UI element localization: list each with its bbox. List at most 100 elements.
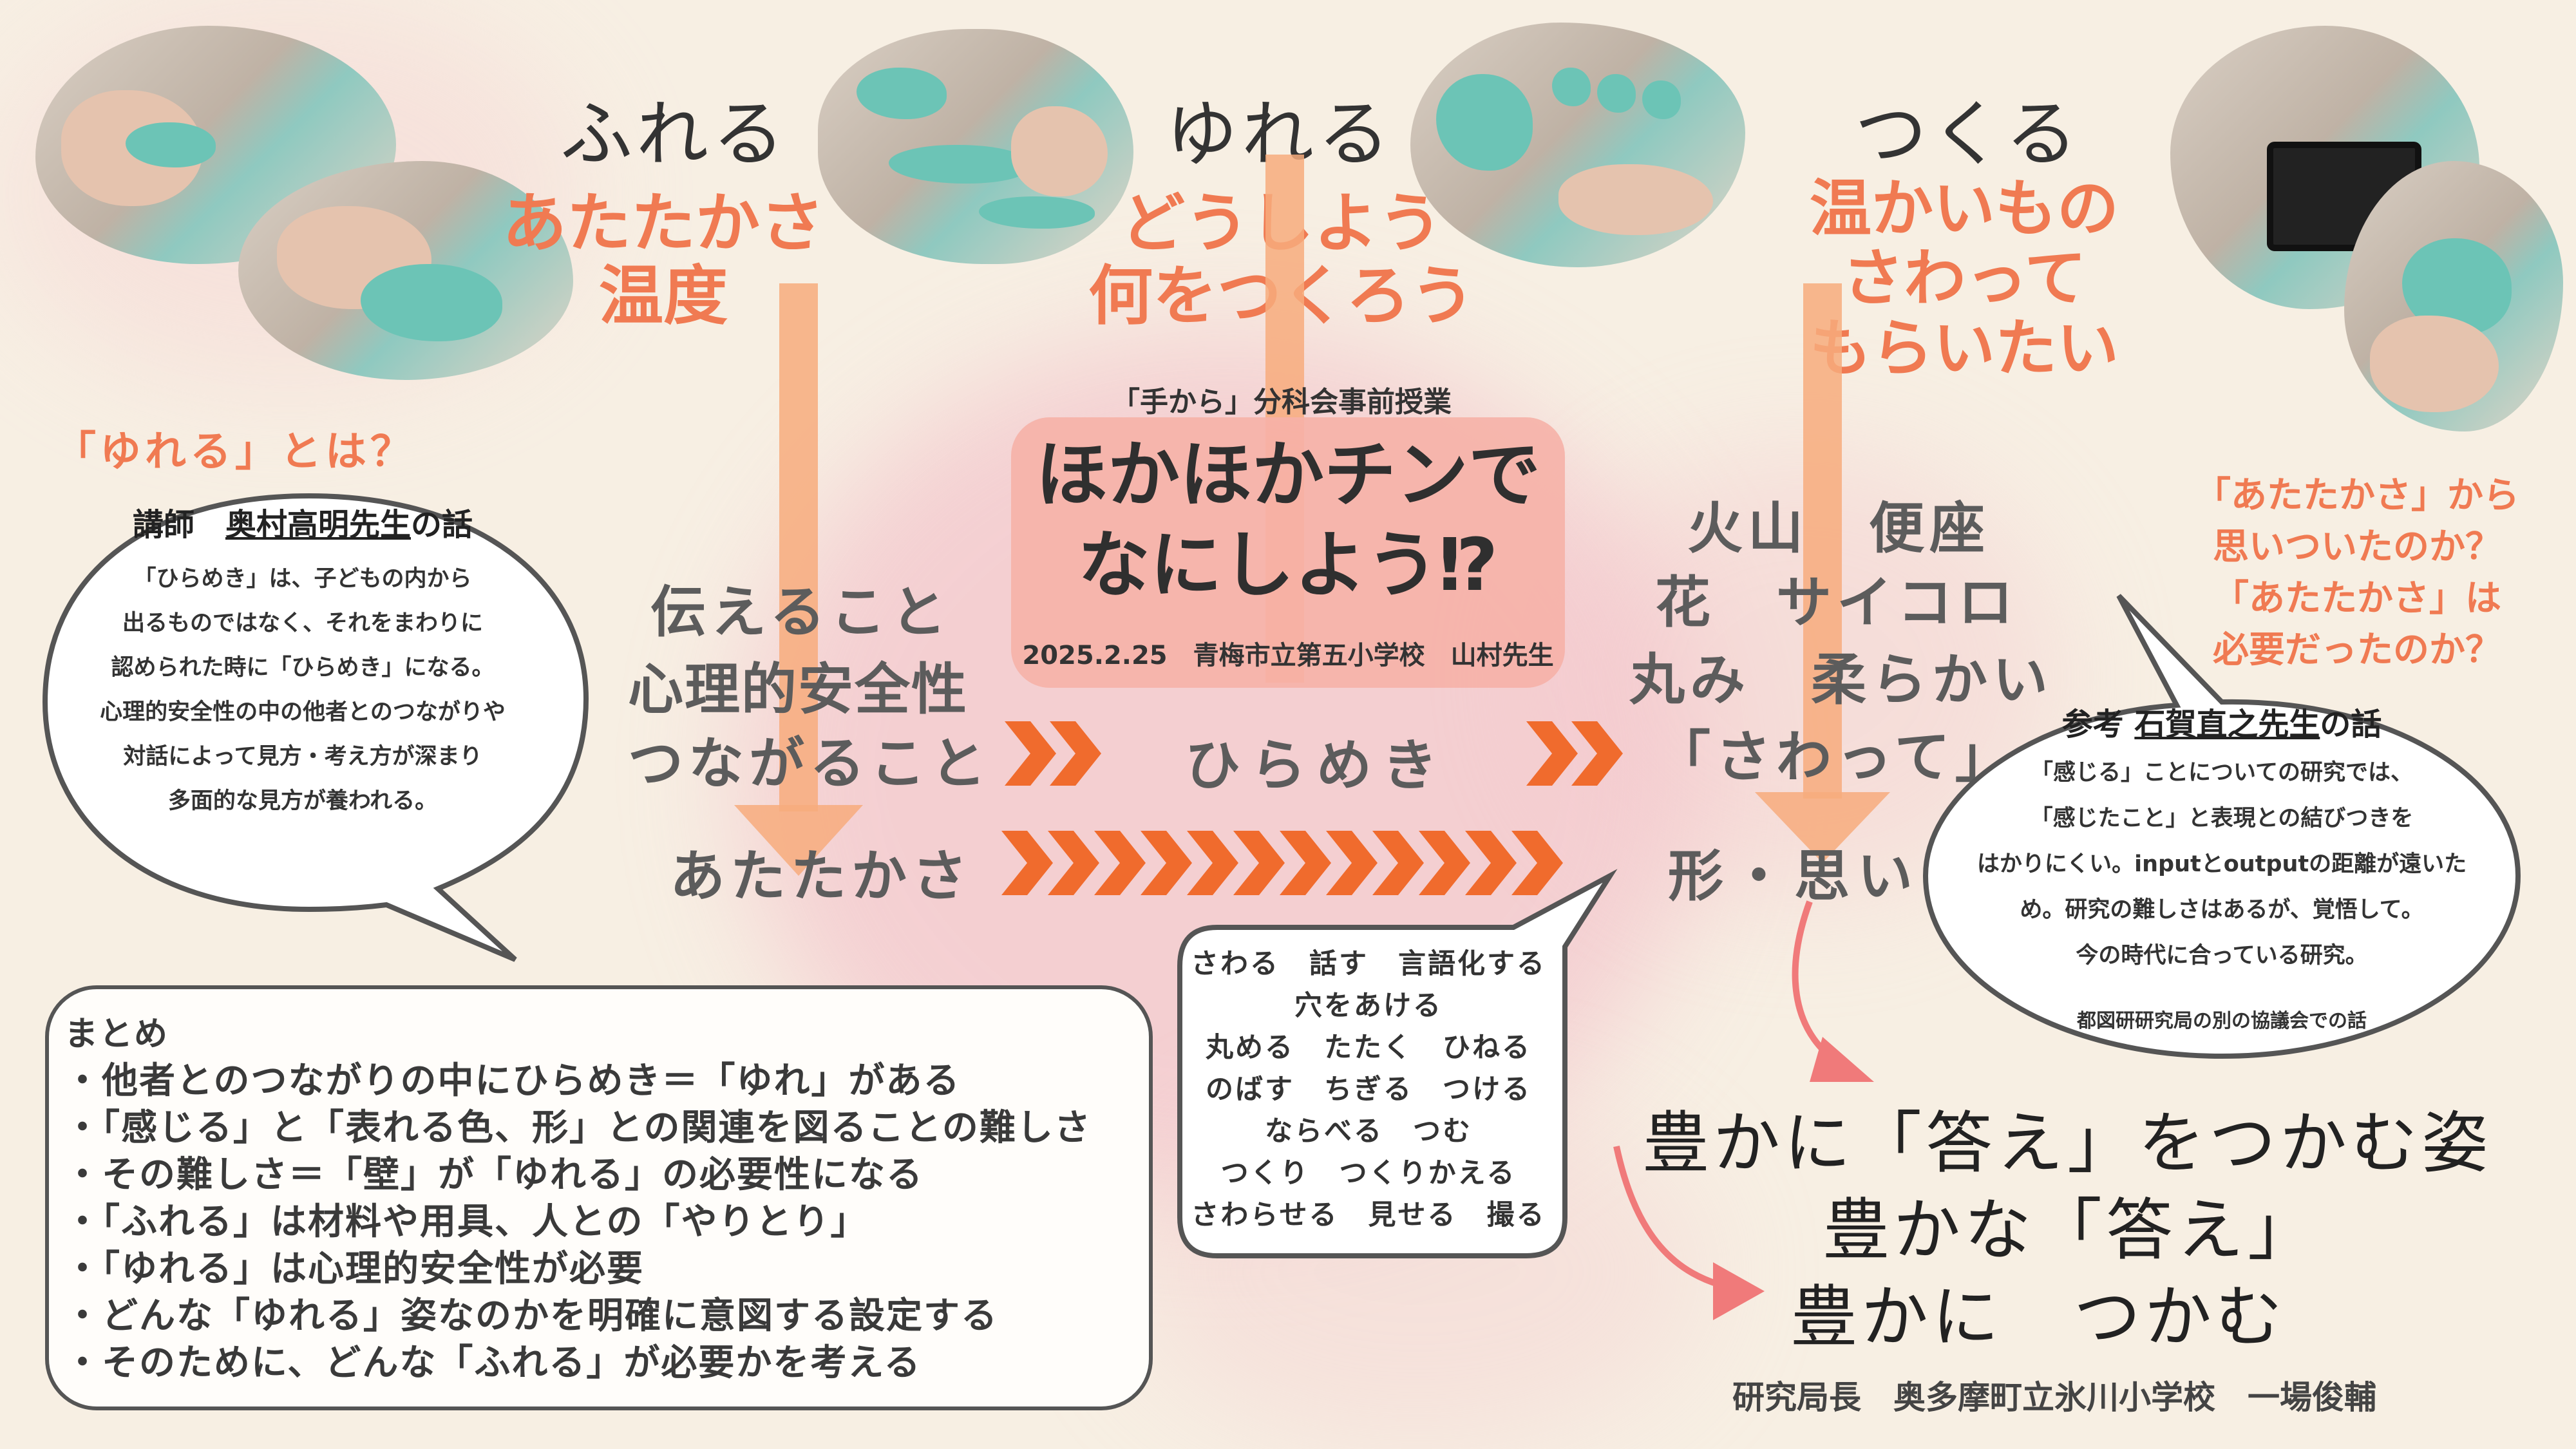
right-question-line: 「あたたかさ」から [2195,475,2519,516]
left-speaker-line: 多面的な見方が養われる。 [167,788,438,814]
left-speaker-line: 心理的安全性の中の他者とのつながりや [100,699,506,725]
answer-line-3: 豊かに つかむ [1790,1278,2287,1356]
orange-line: 温かいもの [1810,173,2119,245]
chevron-mark [1001,831,1053,895]
verbs-box-text: さわる 話す 言語化する 穴をあける 丸める たたく ひねる のばす ちぎる つ… [1182,943,1555,1236]
left-speaker-heading: 講師 奥村高明先生の話 [26,499,580,544]
orange-line: あたたかさ [502,185,824,261]
right-speaker-line: 今の時代に合っている研究。 [2076,943,2368,969]
chevron-mark [1050,721,1101,786]
right-question-line: 必要だったのか？ [2213,629,2501,671]
arrow-right-stem [1803,283,1842,799]
summary-box [45,985,1153,1410]
chevron-mark [1280,831,1331,895]
photo-clay [126,122,216,167]
left-speaker-body: 「ひらめき」は、子どもの内から 出るものではなく、それをまわりに 認められた時に… [26,557,580,824]
chevrons-right-small [1526,721,1623,786]
right-speaker-note: 都図研研究局の別の協議会での話 [2077,1010,2367,1032]
middle-left-line-2: 心理的安全性 [628,658,968,722]
right-speaker-line: め。研究の難しさはあるが、覚悟して。 [2020,897,2424,923]
chevron-mark [1233,831,1285,895]
middle-right-line-1: 火山 便座 [1687,497,1990,561]
left-speaker-suffix: の話 [411,507,473,543]
right-speaker-prefix: 参考 [2061,706,2135,743]
title-box [1011,417,1565,688]
photo-hands-clay-2 [238,161,573,380]
title-footer: 2025.2.25 青梅市立第五小学校 山村先生 [1022,641,1554,670]
answer-line-1: 豊かに「答え」をつかむ姿 [1642,1104,2493,1182]
katachi-omoi-label: 形・思い [1668,844,1920,909]
photo-clay [1642,80,1681,119]
summary-line: ・どんな「ゆれる」姿なのかを明確に意図する設定する [64,1295,998,1337]
photo-hand [1011,106,1108,196]
right-speaker-suffix: の話 [2320,706,2382,743]
middle-right-line-2: 花 サイコロ [1655,571,2018,635]
right-speaker-line: 「感じたこと」と表現との結びつきを [2030,806,2414,831]
title-main: ほかほかチンで なにしよう⁉ [1011,430,1565,611]
photo-hand [2370,316,2499,412]
middle-right-line-3: 丸み 柔らかい [1629,648,2053,712]
chevrons-left-small [1005,721,1101,786]
photo-clay [857,68,947,119]
summary-lines: ・他者とのつながりの中にひらめき＝「ゆれ」がある ・「感じる」と「表れる色、形」… [64,1057,1092,1387]
orange-line: さわって [1842,242,2087,315]
chevron-mark [1326,831,1378,895]
orange-atatakasa-block: あたたかさ 温度 [496,187,831,332]
photo-clay-row [1410,23,1745,267]
left-speaker-line: 認められた時に「ひらめき」になる。 [111,655,495,681]
photo-clay [1597,74,1636,113]
summary-line: ・「感じる」と「表れる色、形」との関連を図ることの難しさ [64,1107,1092,1149]
curved-arrow-bottom [1613,1145,1734,1291]
hirameki-label: ひらめき [1185,734,1448,798]
orange-line: もらいたい [1810,312,2119,384]
left-speaker-name: 奥村高明先生 [225,507,411,543]
curved-arrows [1613,900,1874,1320]
chevron-mark [1571,721,1623,786]
chevron-mark [1465,831,1517,895]
title-subtitle: 「手から」分科会事前授業 [1112,386,1452,419]
curved-arrow-top-head [1810,1037,1874,1082]
right-speaker-line: 「感じる」ことについての研究では、 [2031,760,2413,786]
photo-clay [889,145,1030,184]
photo-clay [361,264,502,341]
verbs-line: さわる 話す 言語化する [1191,948,1546,980]
summary-line: ・「ふれる」は材料や用具、人との「やりとり」 [64,1201,868,1243]
chevron-mark [1526,721,1578,786]
title-line-1: ほかほかチンで [1036,433,1540,517]
photo-clay-shapes [818,29,1133,264]
verb-tsukuru: つくる [1855,93,2081,176]
verb-fureru: ふれる [560,93,788,176]
summary-heading: まとめ [64,1015,169,1054]
summary-line: ・「ゆれる」は心理的安全性が必要 [64,1248,644,1290]
left-speaker-line: 「ひらめき」は、子どもの内から [133,566,472,592]
middle-right-line-4: 「さわって」 [1655,725,2016,790]
summary-line: ・そのために、どんな「ふれる」が必要かを考える [64,1342,922,1384]
chevron-mark [1094,831,1146,895]
left-speaker-prefix: 講師 [132,507,225,543]
yureru-question: 「ゆれる」とは？ [55,428,415,476]
verbs-line: つくり つくりかえる [1220,1157,1517,1189]
chevron-mark [1048,831,1099,895]
verbs-line: さわらせる 見せる 撮る [1191,1199,1546,1231]
summary-line: ・その難しさ＝「壁」が「ゆれる」の必要性になる [64,1154,923,1196]
arrow-left-stem [779,283,818,811]
answer-line-2: 豊かな「答え」 [1823,1191,2319,1269]
title-line-2: なにしよう⁉ [1077,524,1499,607]
curved-arrow-bottom-head [1713,1262,1765,1320]
left-speaker-line: 対話によって見方・考え方が深まり [123,744,482,770]
verbs-line: 穴をあける [1294,990,1443,1022]
chevron-mark [1141,831,1192,895]
chevron-mark [1419,831,1470,895]
photo-rose-clay [2344,161,2563,431]
right-question: 「あたたかさ」から 思いついたのか？ 「あたたかさ」は 必要だったのか？ [2177,470,2537,676]
verbs-box-shape [1177,869,1618,1258]
atatakasa-label: あたたかさ [670,844,972,909]
verbs-line: のばす ちぎる つける [1206,1074,1531,1106]
photo-clay [979,196,1095,229]
verbs-line: 丸める たたく ひねる [1206,1032,1531,1064]
right-speaker-line: はかりにくい。inputとoutputの距離が遠いた [1976,851,2467,877]
orange-atatakaimono-block: 温かいもの さわって もらいたい [1790,173,2138,384]
right-speaker-name: 石賀直之先生 [2134,706,2320,743]
right-bubble-shape [1922,594,2521,1059]
chevrons-long [1001,831,1563,895]
